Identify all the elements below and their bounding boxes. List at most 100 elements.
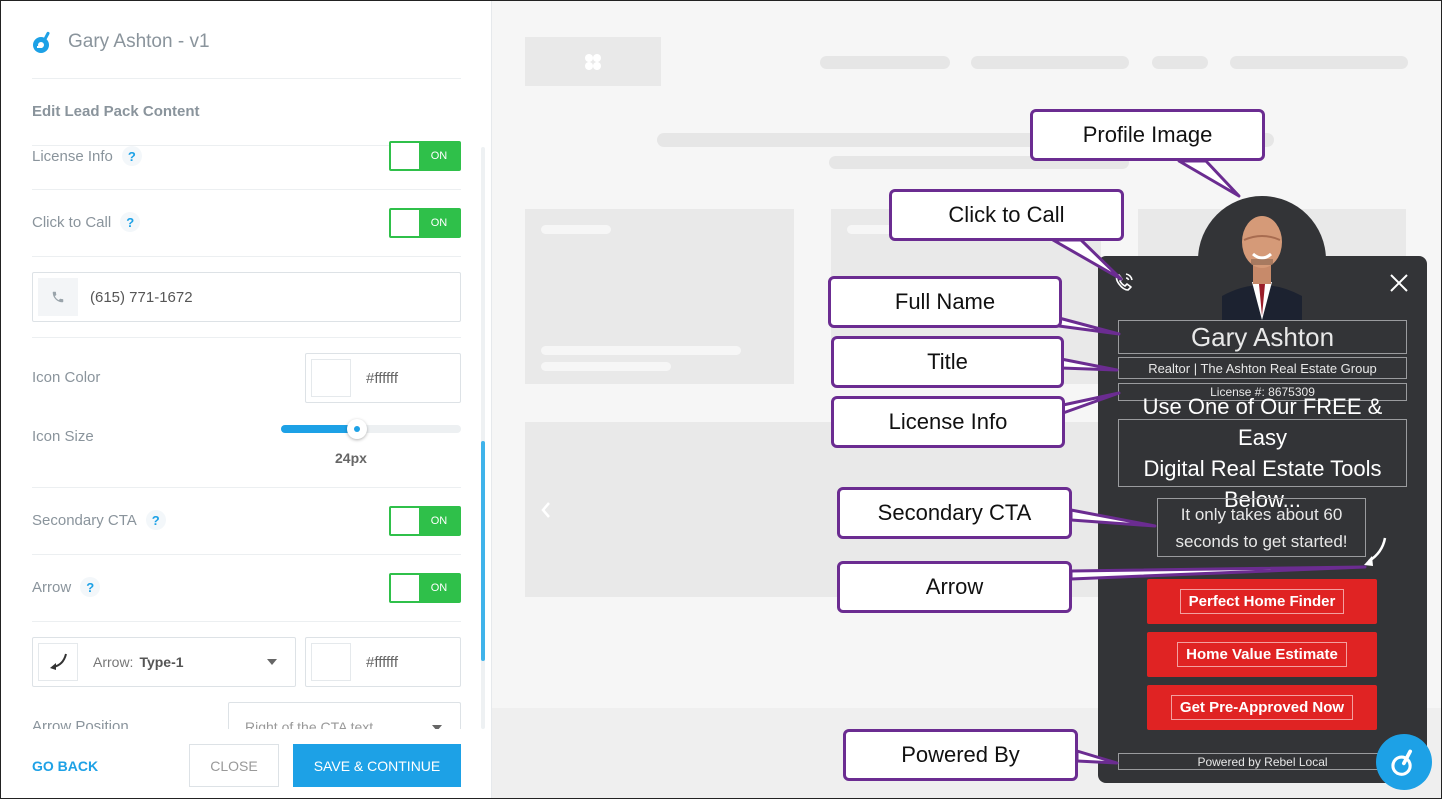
wireframe-nav: [1230, 56, 1408, 69]
divider: [32, 554, 461, 555]
click-to-call-toggle[interactable]: ON: [389, 208, 461, 238]
help-icon[interactable]: ?: [145, 510, 166, 530]
icon-size-slider[interactable]: [281, 419, 461, 439]
rebel-launcher-icon[interactable]: [1376, 734, 1432, 790]
wireframe-text: [541, 362, 671, 371]
go-back-button[interactable]: GO BACK: [32, 758, 99, 774]
license-info-label: License Info ?: [32, 146, 142, 166]
toggle-knob: [391, 210, 419, 236]
arrow-type-prefix: Arrow:: [93, 654, 134, 670]
headline-line: Use One of Our FREE & Easy: [1142, 394, 1383, 450]
icon-color-picker[interactable]: #ffffff: [305, 353, 461, 403]
callout-full-name: Full Name: [828, 276, 1062, 328]
divider: [32, 487, 461, 488]
chevron-left-icon[interactable]: [539, 500, 553, 520]
secondary-cta-text: Secondary CTA: [32, 511, 137, 529]
editor-panel: Gary Ashton - v1 Edit Lead Pack Content …: [1, 1, 492, 798]
callout-license-info: License Info: [831, 396, 1065, 448]
wireframe-card: [525, 209, 794, 384]
editor-header: Gary Ashton - v1: [32, 27, 210, 57]
home-value-estimate-button[interactable]: Home Value Estimate: [1147, 632, 1377, 677]
help-icon[interactable]: ?: [121, 146, 142, 166]
callout-click-to-call: Click to Call: [889, 189, 1124, 241]
secondary-line: seconds to get started!: [1175, 531, 1348, 551]
phone-value: (615) 771-1672: [90, 288, 193, 306]
powered-by-text[interactable]: Powered by Rebel Local: [1118, 753, 1407, 770]
divider: [32, 78, 461, 79]
toggle-state: ON: [430, 515, 448, 527]
secondary-cta-label: Secondary CTA ?: [32, 510, 166, 530]
wireframe-nav: [971, 56, 1129, 69]
arrow-type-select[interactable]: Arrow: Type-1: [32, 637, 296, 687]
curved-arrow-icon: [38, 643, 78, 681]
scrollbar-thumb[interactable]: [481, 441, 485, 661]
arrow-toggle[interactable]: ON: [389, 573, 461, 603]
divider: [32, 256, 461, 257]
rebel-logo-icon: [33, 31, 50, 53]
curved-arrow-glyph-icon: [50, 653, 67, 670]
click-to-call-text: Click to Call: [32, 213, 112, 231]
divider: [32, 621, 461, 622]
popup-headline: Use One of Our FREE & Easy Digital Real …: [1118, 394, 1407, 512]
chevron-down-icon: [267, 659, 277, 665]
button-label: Perfect Home Finder: [1179, 589, 1345, 614]
save-continue-button[interactable]: SAVE & CONTINUE: [293, 744, 461, 787]
curved-arrow-icon: [1364, 537, 1387, 566]
callout-powered-by: Powered By: [843, 729, 1078, 781]
popup-title: Realtor | The Ashton Real Estate Group: [1118, 357, 1407, 379]
secondary-line: It only takes about 60: [1180, 504, 1343, 524]
rebel-logo-icon: [1391, 749, 1413, 776]
editor-footer: GO BACK CLOSE SAVE & CONTINUE: [1, 729, 491, 798]
slider-fill: [281, 425, 357, 433]
wireframe-logo: [525, 37, 661, 86]
callout-title: Title: [831, 336, 1064, 388]
wireframe-nav: [1152, 56, 1208, 69]
license-info-text: License Info: [32, 147, 113, 165]
chevron-down-icon: [432, 725, 442, 731]
close-button[interactable]: CLOSE: [189, 744, 279, 787]
icon-size-label: Icon Size: [32, 428, 94, 445]
click-to-call-icon[interactable]: [1111, 269, 1137, 295]
help-icon[interactable]: ?: [80, 577, 101, 597]
divider: [32, 145, 461, 146]
button-label: Home Value Estimate: [1177, 642, 1347, 667]
perfect-home-finder-button[interactable]: Perfect Home Finder: [1147, 579, 1377, 624]
color-swatch[interactable]: [311, 359, 351, 397]
profile-image: [1198, 196, 1326, 320]
wireframe-text: [541, 346, 741, 355]
toggle-knob: [391, 143, 419, 169]
close-icon[interactable]: [1388, 272, 1410, 294]
toggle-state: ON: [430, 150, 448, 162]
button-label: Get Pre-Approved Now: [1170, 695, 1354, 720]
phone-icon: [38, 278, 78, 316]
wireframe-text: [541, 225, 611, 234]
color-swatch[interactable]: [311, 643, 351, 681]
divider: [32, 189, 461, 190]
callout-arrow: Arrow: [837, 561, 1072, 613]
arrow-color-picker[interactable]: #ffffff: [305, 637, 461, 687]
get-pre-approved-button[interactable]: Get Pre-Approved Now: [1147, 685, 1377, 730]
pack-title: Gary Ashton - v1: [68, 31, 210, 52]
phone-number-field[interactable]: (615) 771-1672: [32, 272, 461, 322]
placeholder-flower-icon: [585, 54, 601, 70]
arrow-type-value: Type-1: [139, 654, 184, 670]
scrollbar-track[interactable]: [481, 147, 485, 729]
toggle-knob: [391, 508, 419, 534]
popup-full-name: Gary Ashton: [1118, 320, 1407, 354]
color-value: #ffffff: [366, 369, 398, 387]
help-icon[interactable]: ?: [120, 212, 141, 232]
toggle-knob: [391, 575, 419, 601]
popup-secondary-cta: It only takes about 60 seconds to get st…: [1157, 498, 1366, 557]
phone-glyph-icon: [52, 291, 64, 303]
callout-secondary-cta: Secondary CTA: [837, 487, 1072, 539]
secondary-cta-toggle[interactable]: ON: [389, 506, 461, 536]
license-info-toggle[interactable]: ON: [389, 141, 461, 171]
arrow-label: Arrow ?: [32, 577, 101, 597]
arrow-type-text: Arrow: Type-1: [93, 638, 184, 686]
slider-thumb[interactable]: [346, 419, 367, 439]
icon-size-value: 24px: [335, 450, 367, 466]
icon-color-label: Icon Color: [32, 369, 101, 386]
wireframe-text: [847, 225, 917, 234]
wireframe-nav: [820, 56, 950, 69]
